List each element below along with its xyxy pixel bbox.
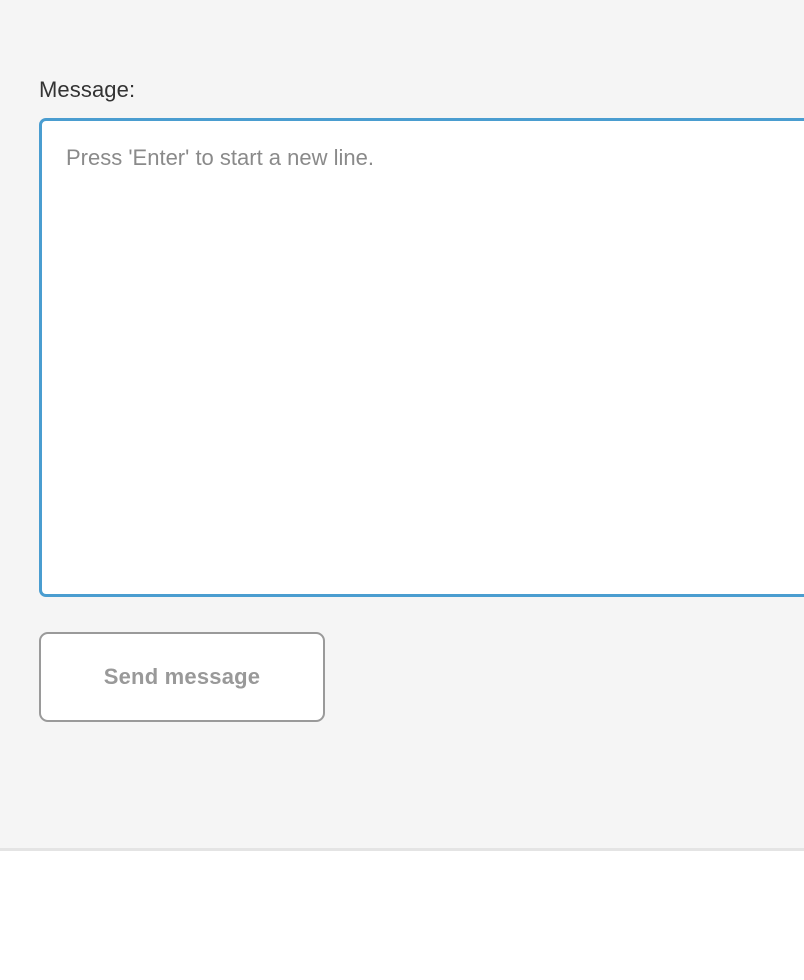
- send-message-button[interactable]: Send message: [39, 632, 325, 722]
- send-message-button-label: Send message: [103, 664, 261, 689]
- message-field-label: Message:: [39, 77, 136, 102]
- page-content-below: [0, 851, 804, 980]
- panel-divider: [0, 848, 804, 851]
- message-input[interactable]: [39, 118, 804, 597]
- message-composer-panel: Message: Send message: [39, 77, 804, 722]
